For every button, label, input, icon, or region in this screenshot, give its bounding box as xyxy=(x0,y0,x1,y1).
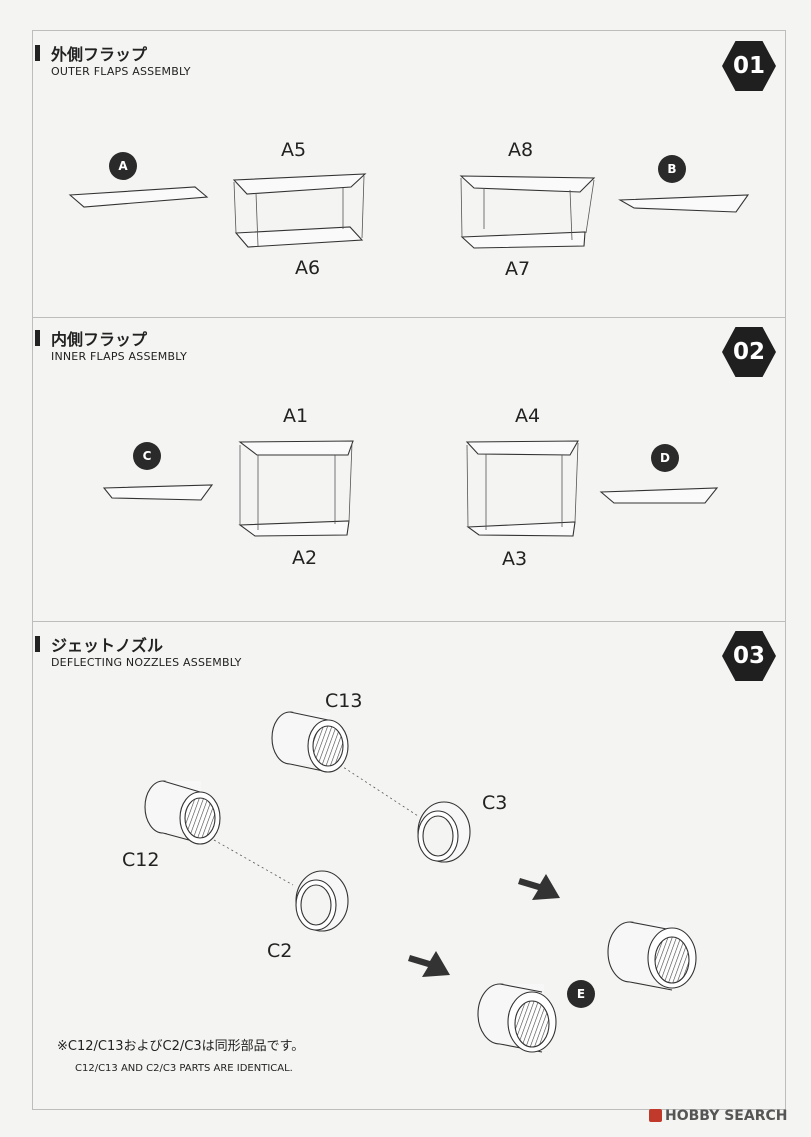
part-label-a4: A4 xyxy=(515,405,541,427)
frame-bottom-a6 xyxy=(234,226,364,248)
part-label-c2: C2 xyxy=(267,940,293,962)
callout-d: D xyxy=(651,444,679,472)
title-bar xyxy=(35,636,40,652)
note-jp: ※C12/C13およびC2/C3は同形部品です。 xyxy=(57,1039,305,1054)
callout-a: A xyxy=(109,152,137,180)
callout-e: E xyxy=(567,980,595,1008)
step-number-badge: 02 xyxy=(722,327,776,377)
step-title-en: DEFLECTING NOZZLES ASSEMBLY xyxy=(51,656,242,669)
nozzle-c13 xyxy=(271,711,349,773)
instruction-frame xyxy=(32,30,786,1110)
ring-c3 xyxy=(417,801,471,863)
part-label-c3: C3 xyxy=(482,792,508,814)
callout-c: C xyxy=(133,442,161,470)
title-bar xyxy=(35,330,40,346)
nozzle-assembled-lower xyxy=(477,983,557,1053)
nozzle-c12 xyxy=(144,780,221,845)
flap-part-b xyxy=(618,194,750,213)
title-bar xyxy=(35,45,40,61)
part-label-a7: A7 xyxy=(505,258,531,280)
frame-bottom-a2 xyxy=(238,520,350,537)
logo-icon xyxy=(649,1109,662,1122)
part-label-a3: A3 xyxy=(502,548,528,570)
part-label-c13: C13 xyxy=(325,690,363,712)
section-divider xyxy=(32,317,786,318)
part-label-a1: A1 xyxy=(283,405,309,427)
nozzle-assembled-upper xyxy=(607,921,697,991)
frame-top-a5 xyxy=(232,173,367,195)
step-title-jp: ジェットノズル xyxy=(51,636,164,655)
frame-top-a4 xyxy=(465,440,579,456)
part-label-a2: A2 xyxy=(292,547,318,569)
step-title-en: OUTER FLAPS ASSEMBLY xyxy=(51,65,191,78)
frame-top-a1 xyxy=(238,440,354,456)
flap-part-c xyxy=(102,484,214,501)
step-title-jp: 内側フラップ xyxy=(51,330,148,349)
frame-bottom-a3 xyxy=(466,521,576,537)
watermark-text: HOBBY SEARCH xyxy=(665,1108,788,1124)
note-en: C12/C13 AND C2/C3 PARTS ARE IDENTICAL. xyxy=(75,1063,293,1074)
part-label-a5: A5 xyxy=(281,139,307,161)
frame-top-a8 xyxy=(459,175,596,193)
part-label-a8: A8 xyxy=(508,139,534,161)
flap-part-d xyxy=(599,487,719,504)
ring-c2 xyxy=(295,870,349,932)
step-title-en: INNER FLAPS ASSEMBLY xyxy=(51,350,187,363)
flap-part-a xyxy=(68,186,209,208)
callout-b: B xyxy=(658,155,686,183)
direction-arrows xyxy=(408,874,560,977)
part-label-c12: C12 xyxy=(122,849,160,871)
section-divider xyxy=(32,621,786,622)
watermark-logo: HOBBY SEARCH xyxy=(649,1108,787,1124)
step-title-jp: 外側フラップ xyxy=(51,45,148,64)
part-label-a6: A6 xyxy=(295,257,321,279)
frame-bottom-a7 xyxy=(460,231,586,249)
